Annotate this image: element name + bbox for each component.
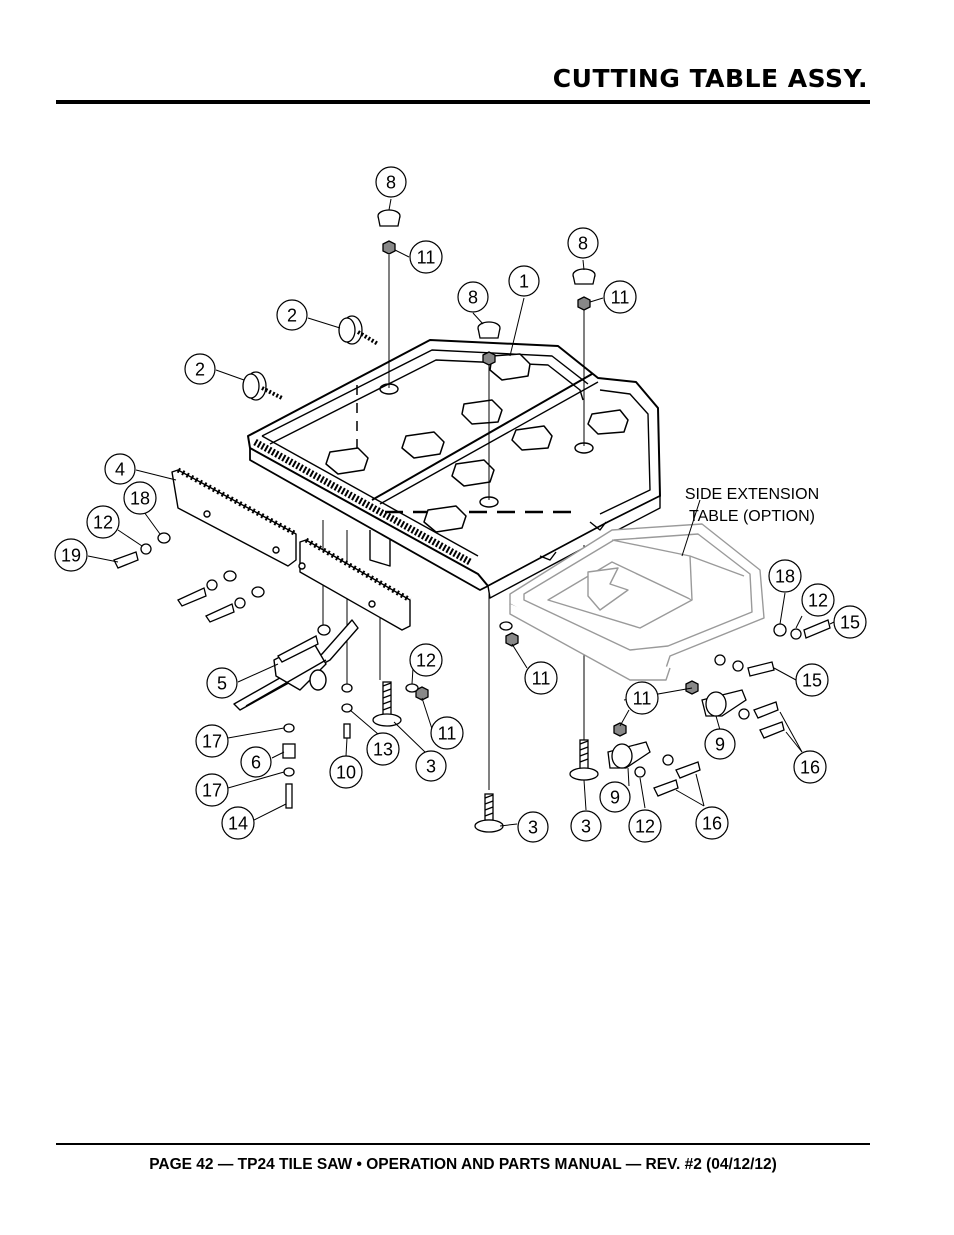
callout-13: 13 — [366, 732, 400, 766]
svg-text:8: 8 — [468, 288, 478, 308]
svg-text:6: 6 — [251, 753, 261, 773]
svg-text:1: 1 — [519, 272, 529, 292]
callout-15: 15 — [795, 663, 829, 697]
callout-9: 9 — [704, 728, 736, 760]
page-footer: PAGE 42 — TP24 TILE SAW • OPERATION AND … — [149, 1156, 777, 1173]
svg-text:12: 12 — [93, 513, 113, 533]
callout-15: 15 — [833, 605, 867, 639]
svg-text:11: 11 — [438, 724, 457, 744]
svg-text:3: 3 — [426, 757, 436, 777]
svg-text:5: 5 — [217, 674, 227, 694]
svg-text:3: 3 — [581, 817, 591, 837]
callout-19: 19 — [54, 538, 88, 572]
callout-10: 10 — [329, 755, 363, 789]
svg-text:11: 11 — [532, 669, 551, 689]
callout-6: 6 — [240, 746, 272, 778]
footer-rule — [56, 1143, 870, 1145]
callout-11: 11 — [430, 716, 464, 750]
svg-text:9: 9 — [715, 735, 725, 755]
svg-text:17: 17 — [202, 732, 222, 752]
callout-11: 11 — [409, 240, 443, 274]
callout-11: 11 — [524, 661, 558, 695]
leveling-foot-part — [372, 681, 599, 833]
page-title: CUTTING TABLE ASSY. — [552, 64, 868, 93]
side-extension-table-part — [509, 523, 765, 681]
svg-text:9: 9 — [610, 788, 620, 808]
callout-17: 17 — [195, 773, 229, 807]
callout-8: 8 — [567, 227, 599, 259]
svg-text:13: 13 — [373, 740, 393, 760]
svg-text:11: 11 — [611, 288, 630, 308]
svg-text:4: 4 — [115, 460, 125, 480]
callout-8: 8 — [457, 281, 489, 313]
callout-2: 2 — [184, 353, 216, 385]
svg-text:14: 14 — [228, 814, 248, 834]
callout-5: 5 — [206, 667, 238, 699]
callout-11: 11 — [603, 280, 637, 314]
callout-11: 11 — [625, 681, 659, 715]
svg-text:12: 12 — [635, 817, 655, 837]
callout-18: 18 — [768, 559, 802, 593]
callout-12: 12 — [801, 583, 835, 617]
assembly-leader-lines — [322, 255, 585, 790]
callout-2: 2 — [276, 299, 308, 331]
svg-text:15: 15 — [802, 671, 822, 691]
callout-3: 3 — [517, 811, 549, 843]
callout-16: 16 — [793, 750, 827, 784]
svg-text:18: 18 — [775, 567, 795, 587]
svg-text:11: 11 — [633, 689, 652, 709]
svg-text:12: 12 — [416, 651, 436, 671]
svg-text:10: 10 — [336, 763, 356, 783]
ruler-bracket-part — [171, 467, 412, 631]
callout-16: 16 — [695, 806, 729, 840]
svg-text:3: 3 — [528, 818, 538, 838]
svg-text:16: 16 — [800, 758, 820, 778]
header-rule — [56, 100, 870, 104]
callout-17: 17 — [195, 724, 229, 758]
callout-18: 18 — [123, 481, 157, 515]
svg-text:19: 19 — [61, 546, 81, 566]
svg-text:17: 17 — [202, 781, 222, 801]
side-extension-note-line2: TABLE (OPTION) — [689, 508, 815, 525]
callout-bubbles: 8 11 8 11 8 1 2 2 4 18 12 19 5 12 11 11 … — [54, 166, 867, 843]
svg-text:12: 12 — [808, 591, 828, 611]
callout-3: 3 — [415, 750, 447, 782]
svg-text:16: 16 — [702, 814, 722, 834]
svg-text:11: 11 — [417, 248, 436, 268]
callout-9: 9 — [599, 781, 631, 813]
hardware-parts — [113, 209, 831, 809]
svg-text:18: 18 — [130, 489, 150, 509]
cutting-table-part — [247, 339, 661, 599]
callout-4: 4 — [104, 453, 136, 485]
callout-12: 12 — [86, 505, 120, 539]
svg-text:2: 2 — [287, 306, 297, 326]
svg-text:8: 8 — [578, 234, 588, 254]
callout-1: 1 — [508, 265, 540, 297]
callout-8: 8 — [375, 166, 407, 198]
clamp-handle-part — [233, 619, 359, 711]
svg-text:2: 2 — [195, 360, 205, 380]
callout-14: 14 — [221, 806, 255, 840]
callout-12: 12 — [409, 643, 443, 677]
callout-3: 3 — [570, 810, 602, 842]
callout-leader-lines — [87, 198, 835, 827]
svg-text:15: 15 — [840, 613, 860, 633]
callout-12: 12 — [628, 809, 662, 843]
svg-text:8: 8 — [386, 173, 396, 193]
side-extension-note-line1: SIDE EXTENSION — [685, 486, 819, 503]
